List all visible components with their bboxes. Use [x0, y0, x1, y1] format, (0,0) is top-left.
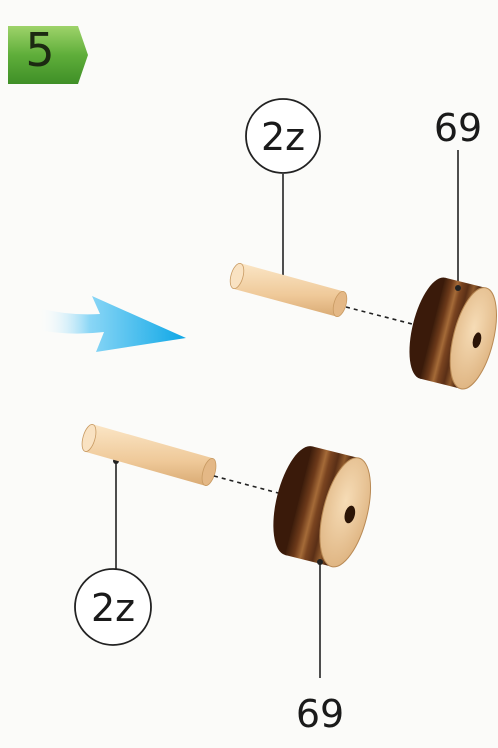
bottom-dowel: [81, 424, 217, 486]
top-dowel-callout-text: 2z: [261, 115, 305, 159]
bottom-assembly: 2z 69: [74, 424, 372, 736]
top-wheel: [409, 277, 497, 390]
arrow-right-icon: [38, 296, 186, 352]
top-assembly: 2z 69: [229, 98, 497, 390]
top-dowel: [229, 262, 348, 318]
bottom-dowel-callout-text: 2z: [91, 586, 135, 630]
bottom-wheel: [273, 446, 372, 568]
bottom-axle-line: [213, 475, 283, 495]
top-axle-line: [345, 306, 417, 326]
step-badge: 5: [8, 23, 88, 84]
top-dowel-callout: 2z: [245, 98, 321, 174]
top-wheel-callout-text: 69: [434, 106, 482, 150]
bottom-wheel-callout-text: 69: [296, 692, 344, 736]
bottom-dowel-callout: 2z: [74, 568, 152, 646]
step-number: 5: [25, 23, 54, 77]
